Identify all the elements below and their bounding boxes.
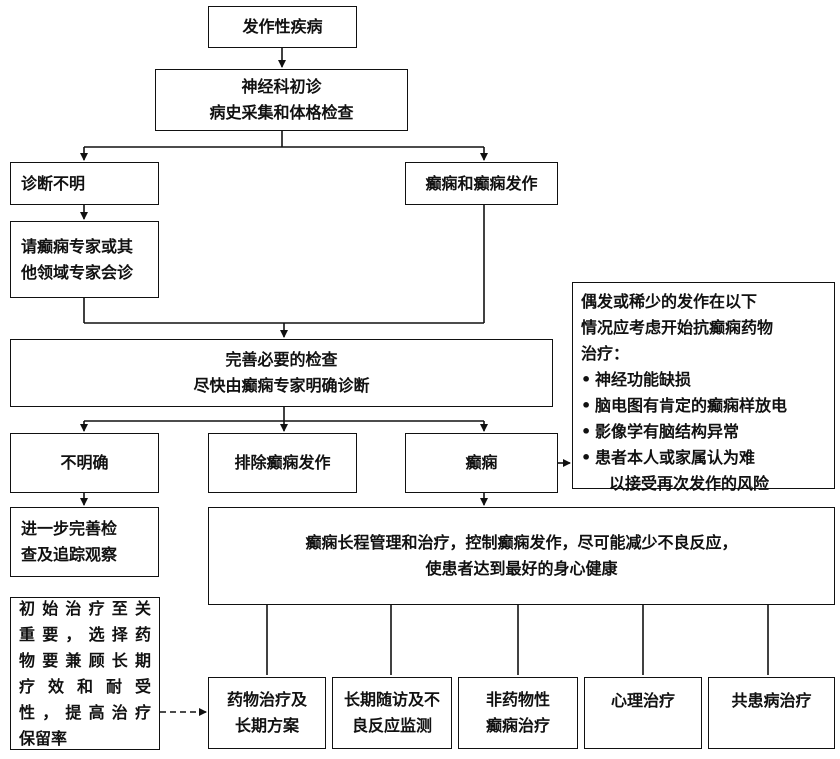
psychotherapy-box: 心理治疗 xyxy=(584,677,702,749)
exclude-seizure-box: 排除癫痫发作 xyxy=(208,433,357,493)
followup-line1: 进一步完善检 xyxy=(21,519,118,538)
epilepsy-and-seizure-box: 癫痫和癫痫发作 xyxy=(405,162,558,205)
init-note-line5: 性，提高治疗 xyxy=(19,702,151,722)
note-bullet-4-text: 患者本人或家属认为难 xyxy=(595,448,756,467)
longterm-management-box: 癫痫长程管理和治疗，控制癫痫发作，尽可能减少不良反应， 使患者达到最好的身心健康 xyxy=(208,507,835,605)
longterm-line2: 使患者达到最好的身心健康 xyxy=(425,559,618,578)
init-note-line3: 物要兼顾长期 xyxy=(19,650,151,670)
consult-box: 请癫痫专家或其 他领域专家会诊 xyxy=(10,221,159,298)
consult-line2: 他领域专家会诊 xyxy=(21,262,134,282)
note-bullet-1-text: 神经功能缺损 xyxy=(595,370,692,389)
epilepsy-label: 癫痫 xyxy=(465,453,498,472)
followup-monitor-line1: 长期随访及不 xyxy=(343,690,440,709)
note-line2: 情况应考虑开始抗癫痫药物 xyxy=(581,318,774,337)
epilepsy-and-seizure-label: 癫痫和癫痫发作 xyxy=(425,173,538,193)
bullet-dot: • xyxy=(581,370,592,389)
init-note-line1: 初始治疗至关 xyxy=(19,598,151,618)
complete-exam-line2: 尽快由癫痫专家明确诊断 xyxy=(193,376,370,395)
exclude-seizure-label: 排除癫痫发作 xyxy=(234,453,331,472)
note-line1: 偶发或稀少的发作在以下 xyxy=(581,292,758,311)
followup-monitor-line2: 良反应监测 xyxy=(351,716,432,735)
unclear-diagnosis-box: 诊断不明 xyxy=(10,162,159,205)
bullet-dot: • xyxy=(581,448,592,467)
comorbidity-box: 共患病治疗 xyxy=(708,677,835,749)
onset-label: 发作性疾病 xyxy=(242,17,323,36)
initial-treatment-note: 初始治疗至关 重要，选择药 物要兼顾长期 疗效和耐受 性，提高治疗 保留率 xyxy=(10,597,160,750)
neuro-initial-line2: 病史采集和体格检查 xyxy=(209,103,354,122)
drug-therapy-line2: 长期方案 xyxy=(234,716,299,735)
not-clear-label: 不明确 xyxy=(60,453,109,472)
init-note-line4: 疗效和耐受 xyxy=(19,676,151,696)
bullet-dot: • xyxy=(581,396,592,415)
not-clear-box: 不明确 xyxy=(10,433,159,493)
bullet-dot: • xyxy=(581,422,592,441)
neuro-initial-box: 神经科初诊 病史采集和体格检查 xyxy=(155,69,408,131)
longterm-line1: 癫痫长程管理和治疗，控制癫痫发作，尽可能减少不良反应， xyxy=(305,533,738,552)
drug-therapy-box: 药物治疗及 长期方案 xyxy=(208,677,326,749)
unclear-diagnosis-label: 诊断不明 xyxy=(21,173,86,193)
init-note-line6: 保留率 xyxy=(19,728,68,748)
drug-therapy-line1: 药物治疗及 xyxy=(226,690,307,709)
note-line3: 治疗： xyxy=(581,344,630,363)
note-bullet-1: •神经功能缺损 xyxy=(581,367,691,393)
followup-box: 进一步完善检 查及追踪观察 xyxy=(10,507,159,577)
note-bullet-2-text: 脑电图有肯定的癫痫样放电 xyxy=(595,396,788,415)
onset-box: 发作性疾病 xyxy=(208,6,357,48)
epilepsy-box: 癫痫 xyxy=(405,433,558,493)
complete-exam-box: 完善必要的检查 尽快由癫痫专家明确诊断 xyxy=(10,339,553,407)
complete-exam-line1: 完善必要的检查 xyxy=(225,350,338,369)
note-bullet-3: •影像学有脑结构异常 xyxy=(581,419,739,445)
consult-line1: 请癫痫专家或其 xyxy=(21,236,134,256)
note-bullet-4: •患者本人或家属认为难 xyxy=(581,445,755,471)
init-note-line2: 重要，选择药 xyxy=(19,624,151,644)
followup-monitor-box: 长期随访及不 良反应监测 xyxy=(332,677,452,749)
note-bullet-2: •脑电图有肯定的癫痫样放电 xyxy=(581,393,787,419)
start-treatment-note: 偶发或稀少的发作在以下 情况应考虑开始抗癫痫药物 治疗： •神经功能缺损 •脑电… xyxy=(572,282,835,493)
psychotherapy-label: 心理治疗 xyxy=(610,691,675,710)
neuro-initial-line1: 神经科初诊 xyxy=(241,77,322,96)
nondrug-therapy-line2: 癫痫治疗 xyxy=(485,716,550,735)
followup-line2: 查及追踪观察 xyxy=(21,545,118,564)
note-bullet-3-text: 影像学有脑结构异常 xyxy=(595,422,740,441)
comorbidity-label: 共患病治疗 xyxy=(731,691,812,710)
nondrug-therapy-box: 非药物性 癫痫治疗 xyxy=(458,677,578,749)
note-bullet-4-cont: 以接受再次发作的风险 xyxy=(609,474,770,493)
nondrug-therapy-line1: 非药物性 xyxy=(485,690,550,709)
